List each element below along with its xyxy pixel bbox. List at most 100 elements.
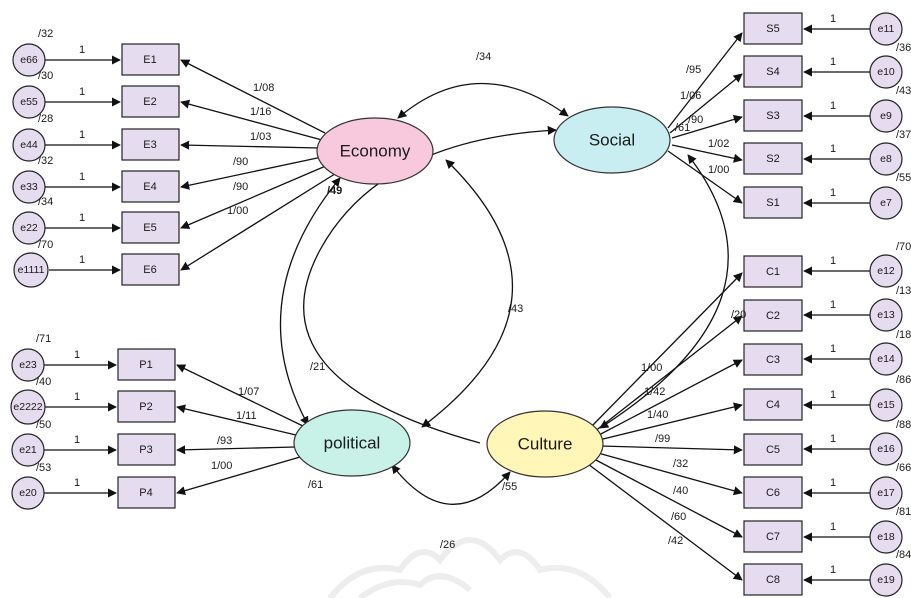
var-e9: /37	[896, 129, 911, 141]
cov-label-economy-overlap: /49	[327, 185, 342, 197]
load-C2: /20	[731, 309, 746, 321]
err-e10: e10	[877, 66, 895, 78]
load-E1: 1/08	[253, 82, 274, 94]
box-C6: C6	[766, 487, 780, 499]
err-e66: e66	[20, 54, 38, 66]
observed-C-boxes: C1 C2 C3 C4 C5 C6 C7 C8	[743, 255, 803, 596]
svg-text:1: 1	[830, 100, 836, 112]
box-S2: S2	[766, 153, 779, 165]
err-e55: e55	[20, 96, 38, 108]
cov-political-culture	[391, 464, 511, 505]
covariance-curves	[279, 82, 729, 505]
cov-label-economy-culture: /43	[508, 303, 523, 315]
culture-loading-arrows	[587, 272, 743, 581]
box-E6: E6	[143, 264, 156, 276]
box-E1: E1	[143, 54, 156, 66]
watermark-ornament	[327, 537, 613, 598]
err-e22: e22	[20, 222, 38, 234]
error-arrows	[44, 24, 870, 585]
cov-economy-social	[397, 82, 569, 119]
box-P1: P1	[139, 359, 152, 371]
svg-text:1: 1	[74, 391, 80, 403]
box-C3: C3	[766, 354, 780, 366]
var-e23: /71	[36, 333, 51, 345]
var-e2222: /40	[36, 376, 51, 388]
load-C7: /40	[673, 485, 688, 497]
box-C2: C2	[766, 310, 780, 322]
social-loading-arrows	[667, 32, 743, 204]
svg-text:1: 1	[74, 434, 80, 446]
svg-text:1: 1	[830, 477, 836, 489]
box-P4: P4	[139, 487, 152, 499]
box-C7: C7	[766, 531, 780, 543]
var-e11: /36	[896, 42, 911, 54]
svg-text:1: 1	[830, 521, 836, 533]
cov-label-economy-social: /34	[476, 51, 491, 63]
var-e18: /81	[896, 506, 911, 518]
svg-text:1: 1	[79, 129, 85, 141]
err-e1111: e1111	[18, 264, 45, 276]
cov-label-political-extra: /61	[308, 479, 323, 491]
latent-culture: Culture	[486, 410, 604, 478]
svg-text:1: 1	[74, 477, 80, 489]
load-C3: 1/42	[644, 386, 665, 398]
svg-text:1: 1	[74, 349, 80, 361]
svg-text:1: 1	[830, 187, 836, 199]
observed-E-boxes: E1 E2 E3 E4 E5 E6	[121, 43, 180, 286]
var-e13: /13	[896, 285, 911, 297]
covariance-labels: /34 /43 /21 /26 /61 /55 /49	[308, 51, 523, 551]
svg-text:1: 1	[79, 86, 85, 98]
latent-political-label: political	[324, 434, 381, 453]
svg-text:1: 1	[830, 56, 836, 68]
latent-culture-label: Culture	[518, 435, 573, 454]
svg-text:1: 1	[830, 343, 836, 355]
svg-text:1: 1	[79, 254, 85, 266]
cov-label-political-social: /21	[310, 361, 325, 373]
latent-social: Social	[553, 106, 671, 174]
box-P3: P3	[139, 444, 152, 456]
err-e12: e12	[877, 265, 895, 277]
load-P4: 1/00	[211, 460, 232, 472]
error-path-one-labels: 1 1 1 1 1 1 1 1 1 1 1 1 1 1 1 1 1 1 1 1 …	[74, 13, 836, 576]
err-e18: e18	[877, 531, 895, 543]
cov-economy-culture	[421, 159, 514, 428]
err-e13: e13	[877, 309, 895, 321]
box-C1: C1	[766, 266, 780, 278]
err-e14: e14	[877, 353, 895, 365]
var-e20: /53	[36, 462, 51, 474]
box-S3: S3	[766, 110, 779, 122]
load-C8b: /42	[668, 535, 683, 547]
load-C1: 1/00	[641, 362, 662, 374]
load-S3: /90	[688, 114, 703, 126]
box-E2: E2	[143, 96, 156, 108]
var-e19: /84	[896, 549, 911, 561]
box-E4: E4	[143, 181, 156, 193]
var-e15: /86	[896, 374, 911, 386]
cov-label-political-culture: /26	[440, 539, 455, 551]
load-C8: /60	[671, 511, 686, 523]
error-circles-right: e11 e10 e9 e8 e7 e12 e13 e14 e15 e16 e17…	[869, 12, 903, 597]
var-e33: /32	[38, 155, 53, 167]
cov-political-economy	[279, 177, 341, 426]
load-P2: 1/11	[236, 410, 257, 422]
svg-text:1: 1	[79, 44, 85, 56]
box-P2: P2	[139, 401, 152, 413]
err-e8: e8	[880, 153, 892, 165]
err-e19: e19	[877, 574, 895, 586]
box-S4: S4	[766, 66, 779, 78]
load-S4: 1/06	[680, 90, 701, 102]
err-e20: e20	[19, 487, 37, 499]
box-E5: E5	[143, 222, 156, 234]
load-C5: /99	[655, 433, 670, 445]
latent-economy-label: Economy	[340, 142, 411, 161]
svg-text:1: 1	[830, 299, 836, 311]
cov-label-culture-extra: /55	[502, 481, 517, 493]
svg-text:1: 1	[830, 433, 836, 445]
svg-text:1: 1	[830, 13, 836, 25]
err-e33: e33	[20, 181, 38, 193]
load-E4: /90	[233, 156, 248, 168]
load-C4: 1/40	[647, 409, 668, 421]
political-loading-arrows	[176, 364, 306, 496]
load-S3b: /61	[675, 122, 690, 134]
err-e7: e7	[880, 197, 892, 209]
